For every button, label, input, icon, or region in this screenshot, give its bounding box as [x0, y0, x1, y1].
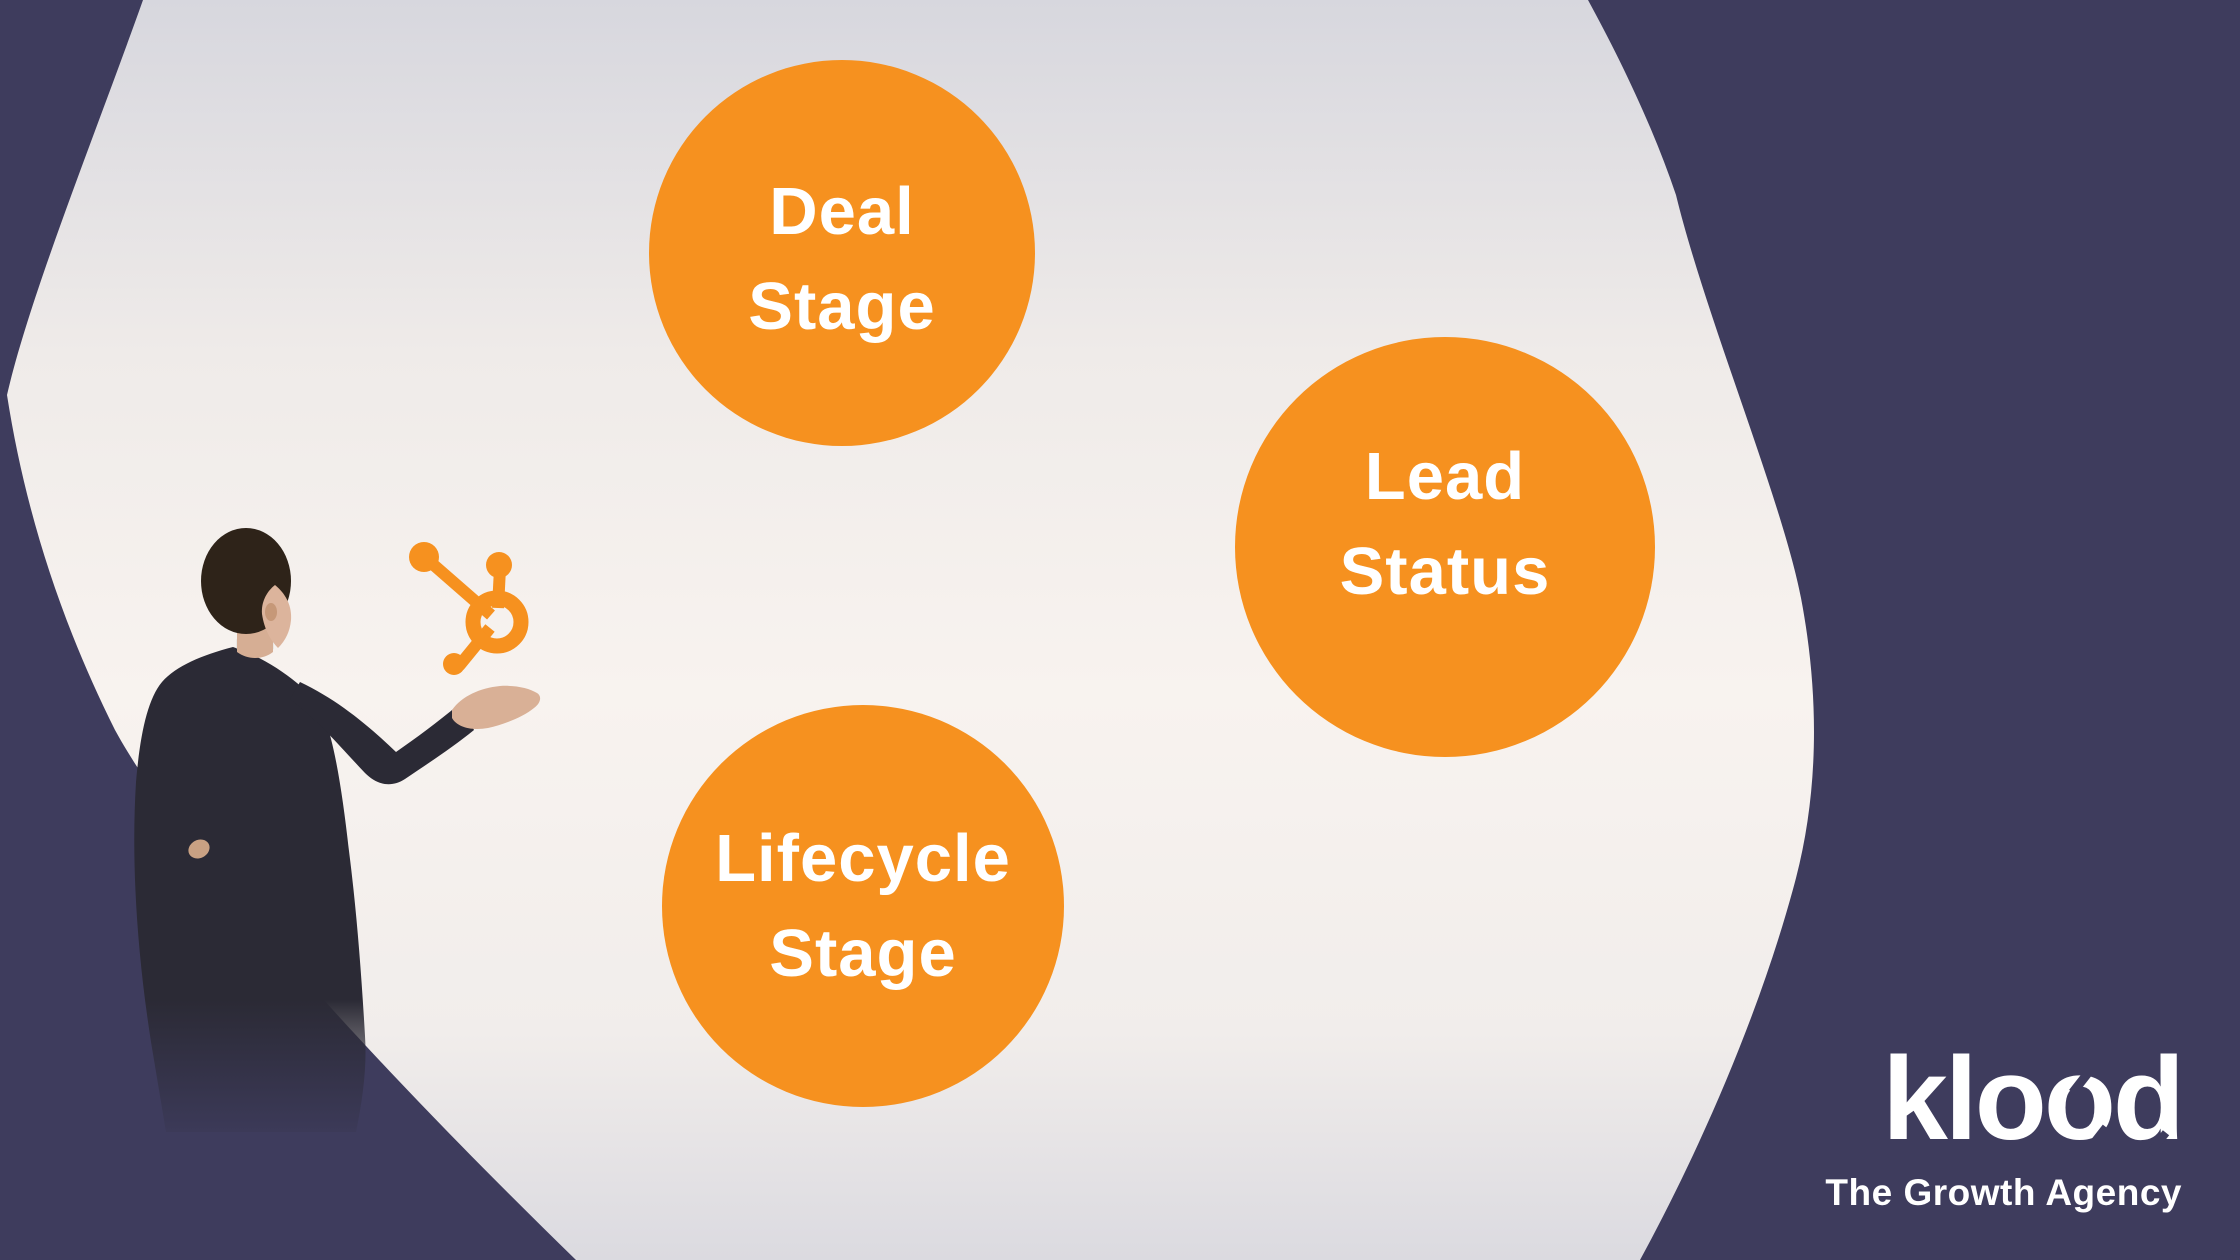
klood-wordmark-segmented-o: o [2043, 1033, 2116, 1165]
bubble-label-line: Stage [769, 916, 957, 991]
businessman-hand [452, 685, 541, 729]
klood-wordmark-d: d [2112, 1033, 2185, 1165]
bubble-label-line: Deal [769, 174, 915, 249]
bubble-lead-status: Lead Status [1235, 337, 1655, 757]
bubble-label-line: Lead [1364, 439, 1526, 514]
klood-wordmark-kl: kl [1882, 1033, 1977, 1165]
businessman-face [261, 585, 292, 648]
businessman-arm [290, 682, 474, 785]
klood-wordmark-o: o [1974, 1033, 2047, 1165]
klood-tagline: The Growth Agency [1825, 1172, 2182, 1213]
bubble-deal-stage: Deal Stage [649, 60, 1035, 446]
bubble-label-line: Stage [748, 269, 936, 344]
bubble-label-line: Status [1339, 534, 1551, 609]
bubble-lifecycle-stage: Lifecycle Stage [662, 705, 1064, 1107]
light-blob-shape [7, 0, 1814, 1260]
hubspot-sprocket-icon [409, 542, 529, 675]
klood-wordmark: klood [1825, 1033, 2185, 1165]
klood-logo: klood The Growth Agency [1825, 1033, 2185, 1214]
bubble-label-line: Lifecycle [715, 821, 1011, 896]
businessman-suit [134, 647, 366, 1132]
businessman-ear [265, 603, 277, 621]
businessman-hip-hand [188, 839, 210, 859]
businessman-illustration [134, 528, 541, 1132]
